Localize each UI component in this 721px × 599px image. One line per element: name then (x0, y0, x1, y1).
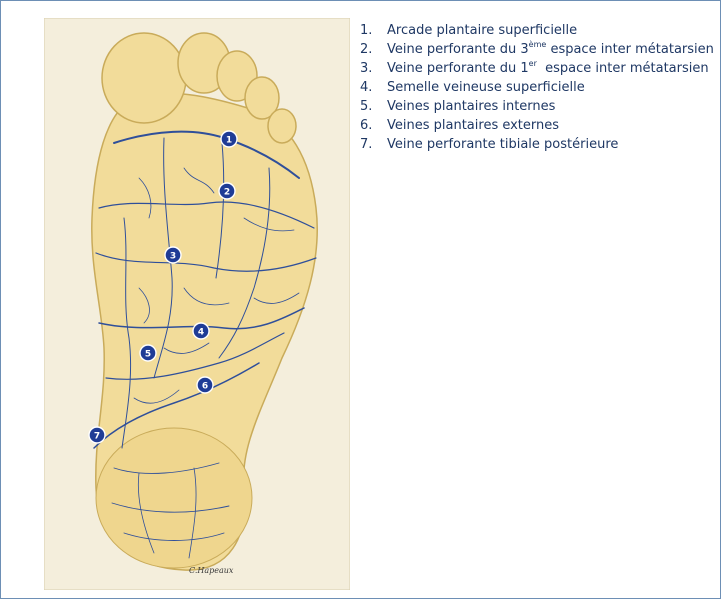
marker-1-label: 1 (226, 136, 232, 146)
legend-text: Veine perforante tibiale postérieure (387, 137, 619, 152)
legend-text: Veines plantaires internes (387, 99, 556, 114)
legend-item-6: 6. Veines plantaires externes (360, 116, 714, 135)
legend-number: 5. (360, 99, 373, 114)
legend-number: 1. (360, 23, 373, 38)
heel-pad (95, 427, 253, 569)
legend-item-1: 1. Arcade plantaire superficielle (360, 21, 714, 40)
legend-text: Semelle veineuse superficielle (387, 80, 585, 95)
legend-item-5: 5. Veines plantaires internes (360, 97, 714, 116)
legend-text: Arcade plantaire superficielle (387, 23, 578, 38)
legend-text-start: Veine perforante du 3 (387, 42, 529, 57)
marker-5-label: 5 (145, 350, 151, 360)
artist-signature: C.Hapeaux (189, 566, 234, 575)
legend-item-4: 4. Semelle veineuse superficielle (360, 78, 714, 97)
marker-2-label: 2 (224, 188, 230, 198)
marker-4: 4 (192, 322, 210, 340)
legend-list: 1. Arcade plantaire superficielle 2. Veine… (360, 21, 714, 154)
legend-number: 6. (360, 118, 373, 133)
legend-number: 4. (360, 80, 373, 95)
foot-veins-drawing: 1 2 3 4 5 6 7 (44, 18, 350, 590)
marker-5: 5 (139, 344, 157, 362)
legend-text-end: espace inter métatarsien (536, 61, 709, 76)
little-toe (267, 108, 297, 144)
marker-6: 6 (196, 376, 214, 394)
legend-superscript: er (528, 58, 537, 68)
marker-3: 3 (164, 246, 182, 264)
marker-6-label: 6 (202, 382, 208, 392)
fourth-toe (244, 76, 280, 120)
legend-superscript: ème (528, 39, 547, 49)
legend-text-start: Veine perforante du 1 (387, 61, 529, 76)
legend-number: 3. (360, 61, 373, 76)
marker-3-label: 3 (170, 252, 176, 262)
legend-item-7: 7. Veine perforante tibiale postérieure (360, 135, 714, 154)
marker-7: 7 (88, 426, 106, 444)
marker-4-label: 4 (198, 328, 204, 338)
legend-text-end: espace inter métatarsien (546, 42, 714, 57)
marker-1: 1 (220, 130, 238, 148)
legend-number: 2. (360, 42, 373, 57)
legend-text: Veines plantaires externes (387, 118, 560, 133)
big-toe (101, 32, 187, 124)
marker-7-label: 7 (94, 432, 100, 442)
marker-2: 2 (218, 182, 236, 200)
legend-item-2: 2. Veine perforante du 3ème espace inter … (360, 40, 714, 59)
legend-item-3: 3. Veine perforante du 1er espace inter m… (360, 59, 714, 78)
legend-number: 7. (360, 137, 373, 152)
foot-illustration: 1 2 3 4 5 6 7 (44, 18, 350, 590)
